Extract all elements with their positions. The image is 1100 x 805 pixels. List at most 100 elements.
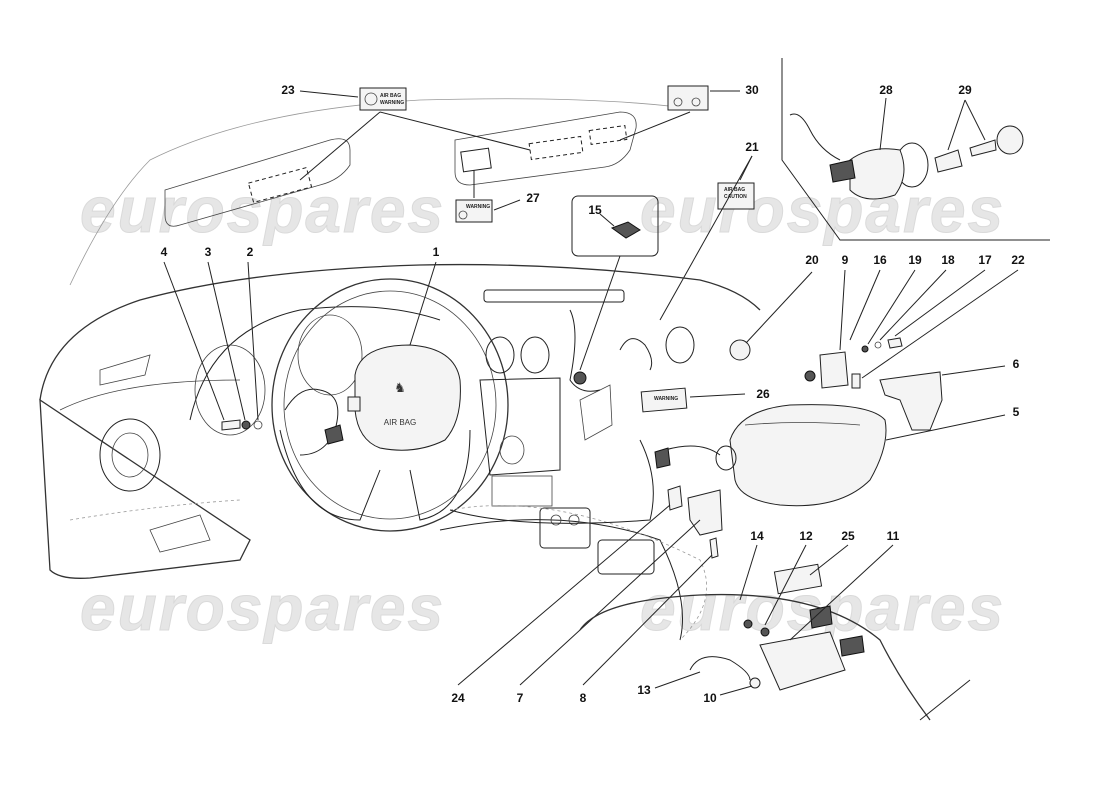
dash-shelf [59, 379, 241, 411]
watermark-bottom-left: eurospares [80, 572, 445, 644]
windscreen-outline [69, 98, 701, 286]
left-sun-visor [164, 138, 351, 227]
callout-8: 8 [580, 691, 587, 705]
airbag-embossed-text: AIR BAG [384, 418, 416, 427]
steering-wheel: ♞ AIR BAG [271, 278, 509, 532]
gauge-left [194, 344, 266, 436]
detail-box-15 [571, 195, 659, 371]
left-fasteners [163, 261, 437, 431]
detail-link [579, 255, 621, 371]
gauge-center [297, 314, 363, 396]
bolt-4 [221, 419, 241, 431]
leader-4 [163, 261, 225, 421]
ground-lug-10 [749, 677, 761, 689]
leader-9 [839, 269, 846, 351]
leader-1 [409, 261, 437, 346]
tunnel-edge [439, 519, 683, 641]
callout-24: 24 [451, 691, 465, 705]
steering-spoke-right [409, 429, 471, 521]
inset-border [781, 58, 1050, 241]
sticker-30-icon-a [673, 97, 683, 107]
label-21-caution: AIR BAG CAUTION [659, 155, 755, 321]
callout-10: 10 [703, 691, 717, 705]
wheel-wiring [284, 388, 339, 456]
dash-left-lower [39, 398, 251, 579]
washer-3 [253, 420, 263, 430]
leader-3 [207, 261, 246, 421]
key-head-29 [996, 125, 1024, 155]
cap-20-part [729, 339, 751, 361]
warning-text-26: WARNING [654, 396, 678, 402]
lock-cable [789, 113, 841, 161]
radio-panel [479, 377, 561, 476]
console-stitch [449, 505, 707, 641]
warning-sticker-26 [640, 387, 688, 413]
leader-18 [879, 269, 947, 341]
harness-upper [569, 309, 601, 392]
ignition-lock-inset [789, 97, 1024, 200]
watermark-top-left: eurospares [80, 174, 445, 246]
callout-6: 6 [1013, 357, 1020, 371]
steering-wheel-rim [271, 278, 509, 532]
label-27-warning: WARNING [455, 170, 521, 223]
leader-19 [867, 269, 916, 345]
right-visor-label-area-1 [528, 135, 584, 161]
steering-spoke-left [279, 429, 381, 521]
leader-20 [745, 271, 813, 344]
airbag-warning-sticker [359, 87, 407, 111]
warning-icon [458, 210, 468, 220]
dashboard [39, 263, 761, 579]
center-vent-1 [485, 336, 515, 374]
fastener-group [804, 269, 1019, 389]
connector-15 [610, 221, 641, 239]
callout-20: 20 [805, 253, 819, 267]
defrost-vent [483, 289, 625, 303]
airbag-seam [744, 422, 861, 426]
callout-15: 15 [588, 203, 602, 217]
callout-26: 26 [756, 387, 770, 401]
key-barrel-29 [934, 149, 963, 173]
leader-13 [654, 671, 701, 689]
sticker-30 [667, 85, 709, 111]
watermark-group: eurospares eurospares eurospares eurospa… [80, 174, 1004, 645]
detail-frame [571, 195, 659, 257]
leader-23c [379, 111, 531, 151]
leader-14 [739, 544, 758, 601]
airbag-connector [654, 447, 671, 469]
callout-5: 5 [1013, 405, 1020, 419]
bracket-24 [667, 485, 683, 511]
steering-airbag-pad [354, 344, 461, 451]
lock-connector [829, 159, 856, 183]
bracket-7 [687, 489, 723, 536]
callout-19: 19 [908, 253, 922, 267]
callout-21: 21 [745, 140, 759, 154]
airbag-inflator [715, 445, 737, 471]
leader-5 [885, 414, 1006, 441]
ground-strap-13 [689, 656, 751, 681]
leader-25 [809, 544, 849, 576]
caution-sticker [717, 182, 755, 210]
console-knob [499, 435, 525, 465]
label-30-sticker [619, 85, 740, 141]
console-tray [491, 475, 553, 507]
callout-28: 28 [879, 83, 893, 97]
leader-16 [849, 269, 881, 341]
leader-29b [964, 99, 986, 141]
bracket-6 [879, 365, 1006, 431]
harness-clip [573, 371, 587, 385]
label-23-airbag-warning: AIR BAG WARNING [299, 87, 531, 181]
callout-11: 11 [887, 529, 900, 543]
shifter-button-2 [568, 514, 580, 526]
leader-15 [599, 213, 615, 227]
callout-2: 2 [247, 245, 254, 259]
airbag-module-5 [729, 404, 887, 507]
callout-16: 16 [873, 253, 887, 267]
ferrari-horse-emblem: ♞ [394, 380, 406, 395]
glovebox-handle-left [149, 514, 211, 553]
bracket-9 [819, 351, 849, 389]
callout-22: 22 [1011, 253, 1025, 267]
left-air-vent-inner [111, 432, 149, 478]
module-25 [773, 563, 823, 595]
callout-4: 4 [161, 245, 168, 259]
shifter-panel [539, 507, 591, 549]
